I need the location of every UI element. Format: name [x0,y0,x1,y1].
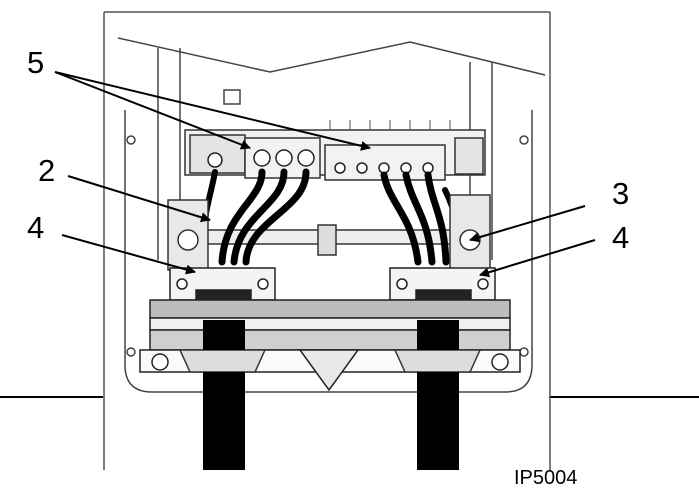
callout-label-4-left: 4 [27,210,45,245]
callout-label-2: 2 [38,153,56,188]
cabinet-outline [103,11,551,470]
callout-label-5: 5 [27,45,45,80]
terminal-screws [207,149,434,174]
motor-cables-right [380,171,462,266]
gland-plate [139,299,521,392]
callout-arrows [54,71,596,278]
main-cables [203,320,459,470]
terminal-strip [184,129,486,181]
cable-clamps [169,267,496,301]
figure-id: IP5004 [514,467,578,489]
callout-label-4-right: 4 [612,220,630,255]
callout-label-3: 3 [612,176,630,211]
terminal-top-detail [329,120,451,130]
motor-cables-left [200,168,310,266]
